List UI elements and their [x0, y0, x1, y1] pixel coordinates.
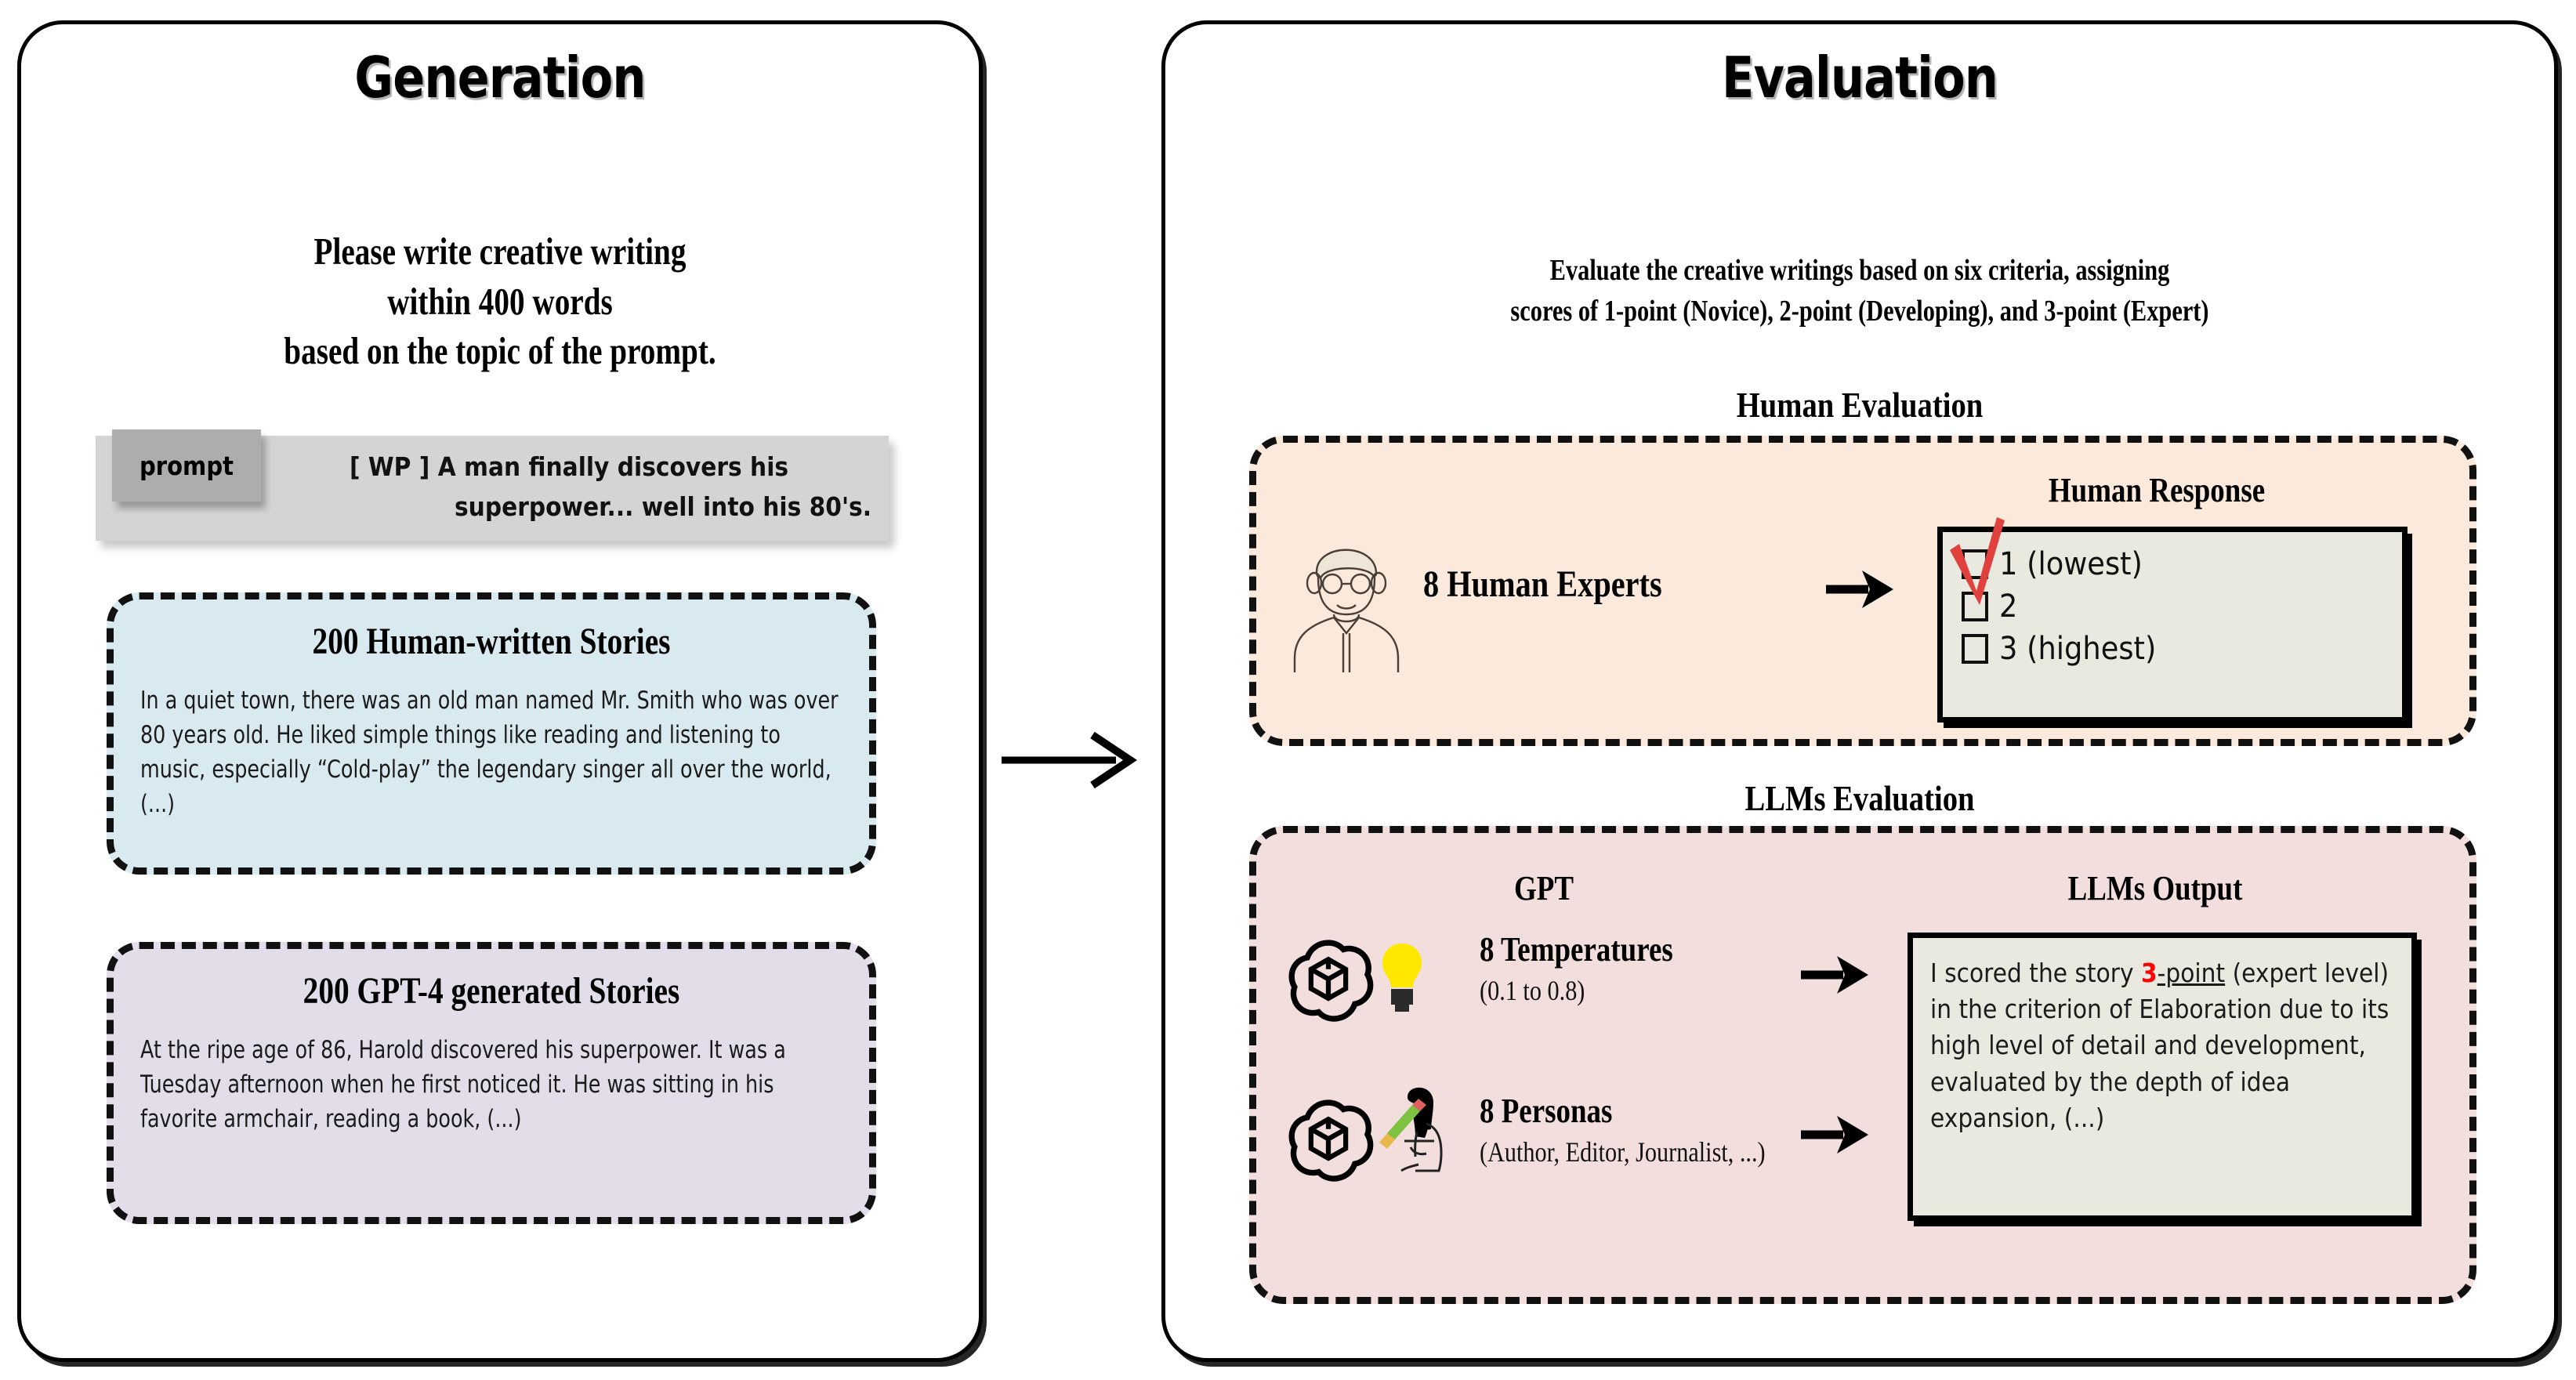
person-writing-icon [1379, 1087, 1443, 1172]
temperatures-label-group: 8 Temperatures (0.1 to 0.8) [1480, 929, 1848, 1007]
llms-evaluation-section-title: LLMs Evaluation [1745, 778, 1975, 818]
human-experts-label: 8 Human Experts [1423, 563, 1662, 605]
personas-label-group: 8 Personas (Author, Editor, Journalist, … [1480, 1091, 1918, 1168]
response-option-2-label: 2 [1999, 589, 2018, 625]
response-option-1[interactable]: 1 (lowest) [1962, 546, 2402, 582]
prompt-text-line-1: [ WP ] A man finally discovers his [350, 451, 789, 482]
temperatures-label: 8 Temperatures [1480, 930, 1673, 969]
checkbox-2[interactable] [1962, 592, 1988, 621]
gpt4-generated-stories-body: At the ripe age of 86, Harold discovered… [140, 1036, 786, 1134]
openai-logo-icon [1288, 1099, 1374, 1182]
generation-instruction-line-2: within 400 words [387, 279, 613, 323]
human-flow-arrow-icon [1826, 570, 1893, 608]
evaluation-title: Evaluation [1721, 45, 1998, 110]
prompt-text: [ WP ] A man finally discovers his super… [350, 447, 871, 527]
temperatures-range-label: (0.1 to 0.8) [1480, 975, 1585, 1006]
gpt-column-label: GPT [1514, 869, 1574, 907]
personas-label: 8 Personas [1480, 1092, 1613, 1130]
human-written-stories-card: 200 Human-written Stories In a quiet tow… [107, 592, 876, 875]
generation-instruction: Please write creative writing within 400… [117, 226, 883, 376]
prompt-tag-label: prompt [111, 429, 262, 502]
checkbox-1[interactable] [1962, 549, 1988, 579]
human-response-label: Human Response [2048, 471, 2266, 509]
response-option-1-label: 1 (lowest) [1999, 546, 2143, 582]
human-expert-avatar-icon [1293, 549, 1400, 672]
llms-output-label: LLMs Output [2067, 869, 2243, 907]
llms-output-rest: (expert level) in the criterion of Elabo… [1930, 958, 2389, 1133]
llms-output-text: I scored the story 3-point (expert level… [1930, 955, 2395, 1136]
prompt-block: [ WP ] A man finally discovers his super… [96, 429, 889, 549]
llms-output-card: I scored the story 3-point (expert level… [1908, 933, 2417, 1221]
openai-logo-icon [1288, 940, 1374, 1022]
lightbulb-icon [1382, 944, 1422, 1012]
llms-output-score-suffix: -point [2157, 958, 2226, 988]
gpt4-generated-stories-card: 200 GPT-4 generated Stories At the ripe … [107, 942, 876, 1224]
evaluation-instruction: Evaluate the creative writings based on … [1304, 250, 2415, 332]
temperatures-flow-arrow-icon [1801, 956, 1868, 994]
human-written-stories-body: In a quiet town, there was an old man na… [140, 686, 839, 819]
prompt-text-line-2: superpower... well into his 80's. [455, 491, 871, 523]
checkbox-3[interactable] [1962, 634, 1988, 664]
response-option-2[interactable]: 2 [1962, 589, 2402, 625]
human-written-stories-title: 200 Human-written Stories [312, 621, 671, 662]
llms-output-score: 3 [2141, 958, 2158, 988]
human-evaluation-section-title: Human Evaluation [1736, 385, 1984, 425]
evaluation-instruction-line-2: scores of 1-point (Novice), 2-point (Dev… [1510, 295, 2209, 328]
personas-list-label: (Author, Editor, Journalist, ...) [1480, 1136, 1766, 1168]
personas-flow-arrow-icon [1801, 1116, 1868, 1154]
gpt4-generated-stories-title: 200 GPT-4 generated Stories [303, 970, 680, 1012]
generation-instruction-line-3: based on the topic of the prompt. [284, 329, 716, 373]
evaluation-instruction-line-1: Evaluate the creative writings based on … [1549, 254, 2170, 287]
human-response-card[interactable]: 1 (lowest) 2 3 (highest) [1937, 527, 2408, 723]
llms-output-prefix: I scored the story [1930, 958, 2142, 988]
response-option-3[interactable]: 3 (highest) [1962, 631, 2402, 667]
flow-right-arrow-icon [1002, 731, 1138, 789]
generation-instruction-line-1: Please write creative writing [313, 230, 687, 273]
generation-title: Generation [354, 45, 646, 110]
response-option-3-label: 3 (highest) [1999, 631, 2157, 667]
